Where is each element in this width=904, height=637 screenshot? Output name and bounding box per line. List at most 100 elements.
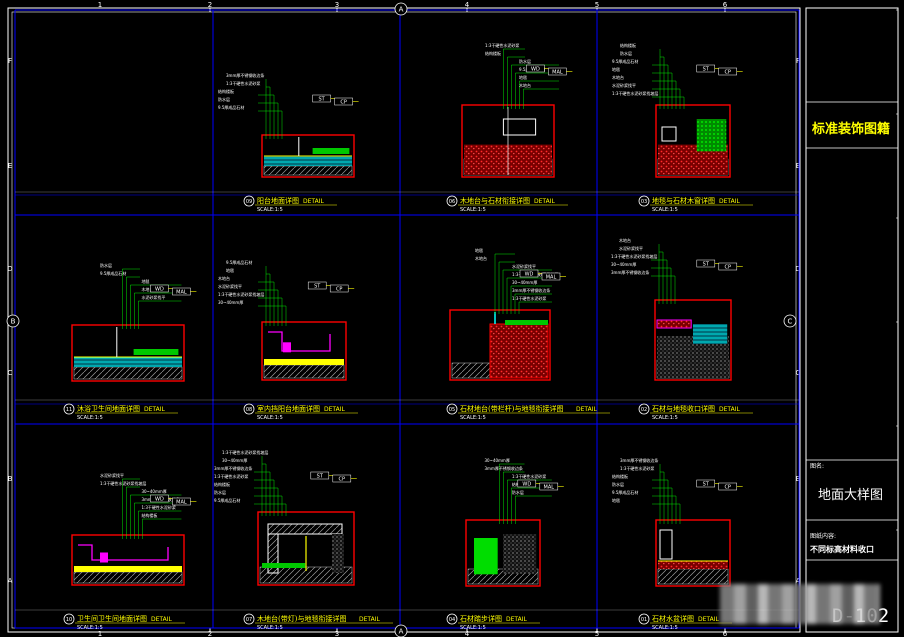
slab-hatch	[73, 571, 183, 584]
column-marker-top-5: 5	[595, 1, 599, 9]
detail-number: 10	[66, 617, 72, 623]
material-tag: WD	[155, 287, 164, 293]
axis-bubble-top	[394, 2, 408, 16]
column-marker-bottom-4: 4	[465, 630, 470, 637]
leader-line	[510, 285, 552, 314]
leader-line	[126, 486, 140, 539]
callout-text: 木地台	[519, 82, 531, 88]
detail-number-bubble	[63, 403, 75, 415]
title-block-frame	[805, 7, 899, 633]
row-marker-right-A: A	[796, 577, 801, 585]
leader-line	[258, 102, 279, 139]
detail-scale: SCALE:1:5	[257, 207, 283, 213]
carpet-hatch	[696, 119, 727, 152]
column-marker-top-4: 4	[465, 1, 470, 9]
callout-text: 1:3干硬性水泥砂浆	[226, 80, 260, 86]
callout-text: 9.5厚成品石材	[226, 259, 252, 265]
detail-10: 水泥砂浆找平1:3干硬性水泥砂浆找坡层30~40mm厚3mm厚不锈钢收边条1:3…	[63, 472, 197, 631]
leader-line	[122, 268, 140, 329]
leader-line	[254, 495, 283, 516]
callout-text: 水泥砂浆找平	[512, 263, 536, 269]
leader-line	[514, 293, 552, 314]
stone-layer	[658, 561, 728, 569]
detail-number: 11	[66, 407, 72, 413]
callout-text: 防水层	[512, 489, 524, 495]
leader-line	[499, 463, 525, 524]
row-marker-right-E: E	[796, 162, 800, 170]
material-tag: ST	[317, 474, 324, 480]
slab-hatch	[263, 165, 353, 176]
column-marker-top-2: 2	[208, 1, 212, 9]
column-marker-bottom-3: 3	[335, 630, 339, 637]
leader-line	[134, 502, 182, 539]
detail-number: 04	[449, 617, 455, 623]
callout-text: 地毯	[141, 278, 149, 284]
leader-line	[254, 479, 275, 516]
callout-text: 地毯	[612, 497, 620, 503]
leader-line	[652, 479, 669, 524]
detail-suffix: DETAIL	[719, 406, 740, 413]
callout-text: 木地台	[218, 275, 230, 281]
threshold-profile	[78, 544, 169, 561]
trim-profile	[283, 342, 291, 353]
detail-number: 05	[449, 407, 455, 413]
callout-text: 1:3干硬性水泥砂浆	[485, 42, 519, 48]
callout-text: 1:3干硬性水泥砂浆找坡层	[222, 449, 268, 455]
row-marker-left-C: C	[8, 369, 13, 377]
callout-text: 1:3干硬性水泥砂浆	[512, 295, 546, 301]
green-strip	[133, 349, 179, 355]
tile-layer	[74, 357, 182, 367]
detail-suffix: DETAIL	[506, 616, 527, 623]
green-fill	[474, 538, 498, 575]
detail-07: 1:3干硬性水泥砂浆找坡层30~40mm厚3mm厚不锈钢收边条1:3干硬性水泥砂…	[214, 449, 393, 631]
window-profile	[661, 126, 677, 142]
leader-line	[660, 56, 665, 109]
detail-suffix: DETAIL	[324, 406, 345, 413]
detail-number-bubble	[446, 403, 458, 415]
detail-03: 结构楼板防水层9.5厚成品石材地毯木地台水泥砂浆找平1:3干硬性水泥砂浆找坡层S…	[612, 42, 753, 213]
leader-line	[258, 305, 287, 326]
detail-scale: SCALE:1:5	[257, 415, 283, 421]
leader-line	[126, 276, 140, 329]
leader-line	[652, 80, 677, 109]
detail-02: 木地台水泥砂浆找平1:3干硬性水泥砂浆找坡层30~40mm厚3mm厚不锈钢收边条…	[611, 237, 753, 421]
axis-bubble-left-label: B	[11, 318, 16, 326]
axis-bubble-top-label: A	[399, 6, 404, 14]
callout-text: 结构楼板	[612, 473, 628, 479]
leader-line	[266, 86, 271, 139]
detail-suffix: DETAIL	[719, 198, 740, 205]
material-tag: WD	[525, 272, 534, 278]
detail-05: 地毯木地台水泥砂浆找平1:3干硬性水泥砂浆找坡层30~40mm厚3mm厚不锈钢收…	[446, 247, 610, 421]
detail-number: 01	[641, 617, 647, 623]
row-marker-left-B: B	[8, 475, 13, 483]
callout-text: 30~40mm厚	[611, 262, 636, 267]
detail-number: 09	[246, 199, 252, 205]
detail-title: 木地台(带灯)与地毯衔接详图	[257, 614, 346, 623]
carpet-hatch	[693, 324, 728, 344]
row-marker-right-B: B	[796, 475, 801, 483]
leader-line	[511, 487, 552, 524]
callout-text: 30~40mm厚	[141, 489, 166, 494]
callout-text: 结构楼板	[214, 481, 230, 487]
callout-text: 防水层	[214, 489, 226, 495]
callout-text: 1:3干硬性水泥砂浆找坡层	[612, 90, 658, 96]
detail-scale: SCALE:1:5	[460, 415, 486, 421]
material-tag: ST	[703, 482, 710, 488]
wood-top	[267, 523, 343, 535]
detail-scale: SCALE:1:5	[652, 415, 678, 421]
row-marker-right-C: C	[796, 369, 801, 377]
detail-number: 06	[449, 199, 455, 205]
callout-text: 水泥砂浆找平	[612, 82, 636, 88]
leader-line	[134, 292, 182, 329]
leader-line	[258, 281, 275, 326]
detail-number-bubble	[446, 195, 458, 207]
detail-suffix: DETAIL	[303, 198, 324, 205]
callout-text: 结构楼板	[485, 50, 501, 56]
callout-text: 9.5厚成品石材	[100, 270, 126, 276]
leader-line	[498, 261, 515, 314]
callout-text: 水泥砂浆找平	[218, 283, 242, 289]
detail-scale: SCALE:1:5	[460, 207, 486, 213]
drawing-content: 不同标高材料收口	[810, 544, 874, 554]
